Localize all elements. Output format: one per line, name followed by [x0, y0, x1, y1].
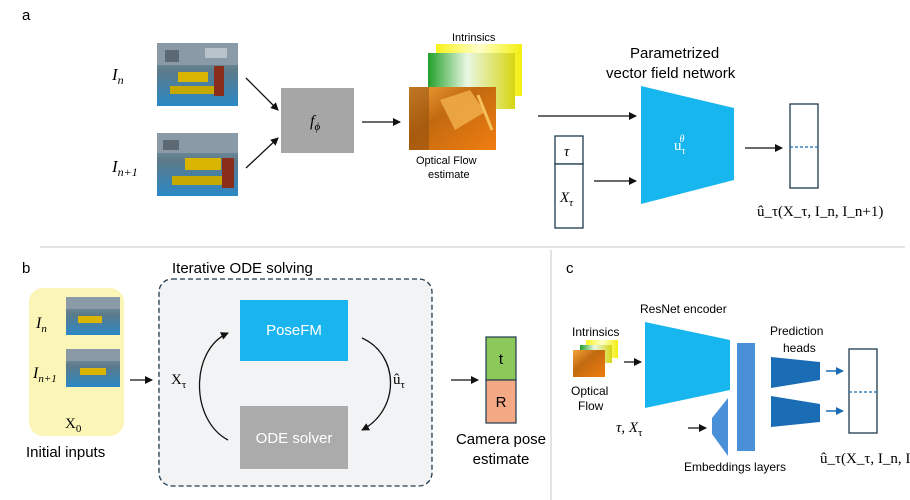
f-phi-label: fϕ: [310, 113, 320, 133]
iterative-box: [158, 278, 433, 487]
optical-flow-label-2: estimate: [428, 169, 470, 181]
output-vector: [789, 103, 819, 189]
posefm-box: [240, 300, 348, 361]
panel-a: a In In+1 fϕ: [22, 7, 883, 229]
x-tau-box: [554, 163, 584, 229]
initial-inputs-caption: Initial inputs: [26, 444, 105, 461]
scene-image-n: [157, 43, 238, 106]
c-optical-flow-image: [573, 350, 605, 377]
panel-c-label: c: [566, 260, 574, 277]
embeddings-column: [737, 343, 755, 451]
embedding-layer: [712, 398, 728, 456]
camera-pose-1: Camera pose: [456, 431, 546, 448]
camera-pose-2: estimate: [473, 451, 530, 468]
f-phi-box: [281, 88, 354, 153]
panel-b-label: b: [22, 260, 30, 277]
vector-field-network: [641, 86, 734, 204]
optical-flow-label-1: Optical Flow: [416, 155, 477, 167]
network-title-2: vector field network: [606, 65, 736, 82]
b-scene-image-n: [66, 297, 120, 335]
resnet-label: ResNet encoder: [640, 302, 727, 316]
network-title-1: Parametrized: [630, 45, 719, 62]
c-output-formula: û_τ(X_τ, I_n, I_n+: [820, 451, 910, 467]
posefm-label: PoseFM: [266, 322, 322, 339]
c-intrinsics-label: Intrinsics: [572, 325, 619, 339]
intrinsics-label: Intrinsics: [452, 32, 496, 44]
curved-arrow-left: [199, 332, 229, 441]
u-theta-label: uτθ: [674, 134, 686, 157]
panel-c: c ResNet encoder Intrinsics Optical Flow…: [566, 260, 910, 474]
c-optical-label-2: Flow: [578, 399, 604, 413]
b-scene-image-n1: [66, 349, 120, 387]
scene-image-n1: [157, 133, 238, 196]
ode-solver-label: ODE solver: [256, 430, 333, 447]
prediction-head-2: [771, 396, 820, 427]
iterative-title: Iterative ODE solving: [172, 260, 313, 277]
c-output-vector: [848, 348, 878, 434]
embeddings-label: Embeddings layers: [684, 460, 786, 474]
input-n-label: In: [111, 65, 124, 87]
r-label: R: [496, 394, 507, 411]
prediction-head-1: [771, 357, 820, 388]
ode-solver-box: [240, 406, 348, 469]
r-box: [485, 379, 517, 424]
curved-arrow-right: [361, 337, 392, 431]
arrow-in1-to-fphi: [245, 137, 279, 169]
input-n1-label: In+1: [111, 157, 138, 179]
panel-b: b In In+1 X0 Initial inputs Iterative OD…: [22, 260, 546, 487]
prediction-label-1: Prediction: [770, 324, 823, 338]
output-formula: û_τ(X_τ, I_n, I_n+1): [757, 204, 883, 220]
panel-a-label: a: [22, 7, 31, 24]
t-label: t: [499, 351, 504, 368]
c-optical-label-1: Optical: [571, 384, 608, 398]
resnet-encoder: [645, 322, 730, 408]
tau-label: τ: [564, 144, 570, 160]
c-tau-x-label: τ, Xτ: [616, 420, 643, 439]
optical-flow-image: [409, 87, 496, 150]
arrow-in-to-fphi: [245, 77, 279, 111]
prediction-label-2: heads: [783, 341, 816, 355]
